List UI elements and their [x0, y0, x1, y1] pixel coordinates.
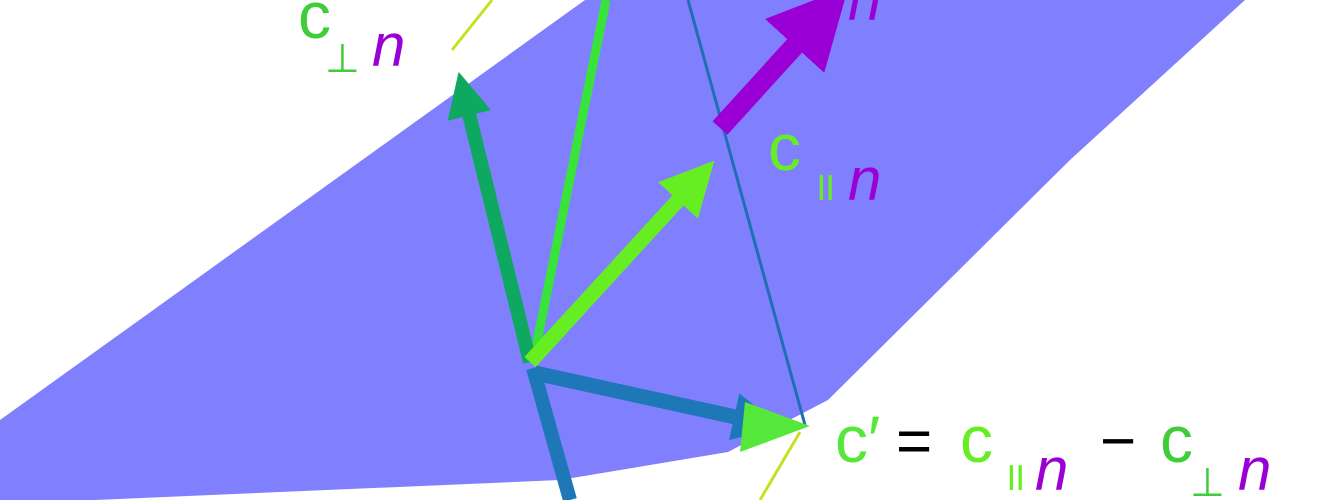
vector-parallel: [524, 160, 715, 368]
equation-minus: −: [1100, 407, 1136, 476]
equation-lhs: c′: [835, 402, 880, 476]
label-c-perp-n: c ⊥ n: [298, 0, 405, 81]
vector-reflected: [533, 365, 782, 441]
guide-line-bottom: [758, 431, 802, 500]
equation-term2-perp: ⊥: [1190, 461, 1225, 500]
vector-normal: [712, 0, 849, 135]
label-c-par-n-n: n: [848, 146, 881, 213]
label-c-perp-c: c: [298, 0, 331, 52]
equation-term1-n: n: [1035, 436, 1068, 500]
guide-line-top: [450, 0, 494, 51]
label-c-par-n: c ॥ n: [768, 110, 881, 213]
equation-term2-n: n: [1238, 436, 1271, 500]
equation-term1-par: ॥: [1002, 455, 1026, 499]
label-par-symbol: ॥: [812, 165, 836, 209]
label-perp-symbol: ⊥: [325, 37, 360, 81]
vector-c: [528, 0, 611, 363]
vector-stub-bottom: [526, 366, 577, 500]
label-c-perp-n-n: n: [372, 12, 405, 79]
projection-guide-line: [686, 0, 807, 426]
label-normal-n: n: [848, 0, 881, 33]
equation-reflection: c′ = c ॥ n − c ⊥ n: [835, 402, 1271, 500]
vector-perpendicular: [447, 71, 537, 364]
equation-term2-c: c: [1160, 402, 1193, 476]
equation-equals: =: [896, 407, 932, 476]
label-c-par-c: c: [768, 110, 801, 184]
equation-term1-c: c: [960, 402, 993, 476]
vector-reflected-tip: [740, 402, 810, 452]
